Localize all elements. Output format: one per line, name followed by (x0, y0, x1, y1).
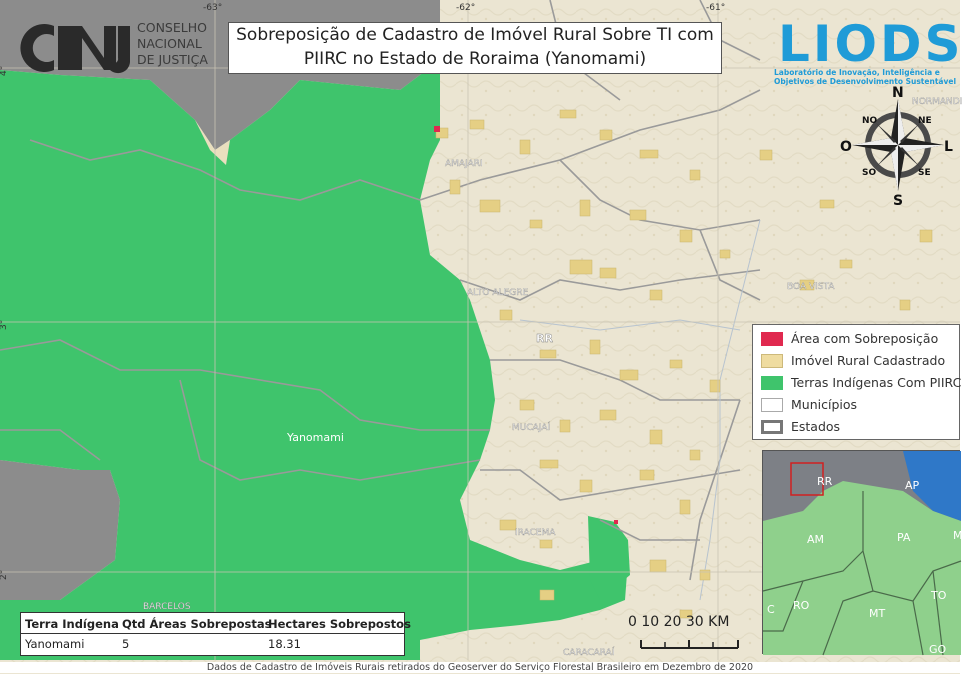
legend-swatch (761, 420, 783, 434)
place-label-amajari: AMAJARI (445, 159, 483, 169)
yanomami-patch (588, 516, 630, 600)
inset-label: MT (869, 607, 885, 620)
state-label-rr: RR (536, 332, 553, 345)
table-header-cell: Hectares Sobrepostos (268, 617, 411, 631)
place-label-boa-vista: BOA VISTA (787, 282, 835, 292)
legend-swatch (761, 332, 783, 346)
inset-label: AM (807, 533, 824, 546)
border-strip (195, 120, 230, 165)
title-line-1: Sobreposição de Cadastro de Imóvel Rural… (236, 25, 714, 45)
legend-swatch (761, 398, 783, 412)
inset-map-canvas: RR AP AM PA RO MT TO GO C M (762, 451, 963, 656)
rural-properties (435, 109, 933, 619)
table-cell: Yanomami (25, 637, 85, 651)
scale-bar-graphic (640, 640, 739, 649)
cnj-name: CONSELHO NACIONAL DE JUSTIÇA (137, 20, 208, 68)
inset-label: PA (897, 531, 911, 544)
municipality-lines (0, 0, 761, 581)
liods-subtitle: Laboratório de Inovação, Inteligência e … (774, 68, 956, 86)
rivers (519, 219, 761, 601)
liods-subtitle-line: Objetivos de Desenvolvimento Sustentável (774, 77, 957, 86)
liods-wordmark: LIODS (778, 15, 963, 73)
table-cell: 18.31 (268, 637, 301, 651)
inset-label: RR (817, 475, 833, 488)
yanomami-territory (0, 60, 628, 660)
legend-swatch (761, 376, 783, 390)
liods-logo: LIODS Laboratório de Inovação, Inteligên… (770, 14, 960, 94)
inset-label: AP (905, 479, 920, 492)
inset-label: RO (793, 599, 810, 612)
legend-label: Imóvel Rural Cadastrado (791, 353, 946, 368)
map-legend: Área com Sobreposição Imóvel Rural Cadas… (752, 324, 962, 440)
legend-label: Área com Sobreposição (791, 331, 939, 346)
scale-bar: 0 10 20 30 KM (628, 614, 758, 654)
legend-label: Municípios (791, 397, 858, 412)
inset-roraima-highlight (790, 462, 824, 496)
map-title: Sobreposição de Cadastro de Imóvel Rural… (228, 22, 722, 74)
inset-label: TO (930, 589, 947, 602)
liods-subtitle-line: Laboratório de Inovação, Inteligência e (774, 68, 940, 77)
table-header-cell: Terra Indígena (25, 617, 119, 631)
lat-label: 2° (0, 570, 9, 580)
compass-o: O (840, 139, 852, 155)
inset-label: C (767, 603, 775, 616)
compass-ne: NE (918, 116, 932, 126)
compass-s: S (893, 193, 903, 209)
legend-label: Estados (791, 419, 841, 434)
inset-label: GO (929, 643, 947, 656)
table-cell: 5 (122, 637, 130, 651)
inset-map: RR AP AM PA RO MT TO GO C M (762, 450, 963, 656)
data-source-credit: Dados de Cadastro de Imóveis Rurais reti… (0, 662, 960, 673)
place-label-barcelos: BARCELOS (143, 602, 191, 612)
compass-l: L (944, 139, 953, 155)
territory-label-yanomami: Yanomami (286, 431, 344, 444)
place-label-caracarai: CARACARAÍ (563, 646, 615, 658)
compass-rose: N S L O NE NO SE SO (840, 85, 953, 209)
compass-no: NO (862, 116, 878, 126)
venezuela-area-lower (0, 460, 120, 600)
cnj-line: CONSELHO (137, 20, 207, 35)
cnj-line: DE JUSTIÇA (137, 52, 208, 67)
place-label-mucajai: MUCAJAÍ (512, 421, 550, 433)
place-label-alto-alegre: ALTO ALEGRE (467, 288, 528, 298)
legend-label: Terras Indígenas Com PIIRC (791, 375, 962, 390)
table-header-cell: Qtd Áreas Sobrepostas (122, 617, 272, 631)
inset-label: M (953, 529, 963, 542)
lat-label: 3° (0, 320, 9, 330)
compass-se: SE (918, 168, 931, 178)
lat-label: 4° (0, 66, 9, 76)
place-label-normandia: NORMANDI (912, 97, 962, 107)
graticule (0, 0, 960, 660)
cnj-line: NACIONAL (137, 36, 202, 51)
compass-n: N (892, 85, 904, 101)
overlap-summary-table: Terra Indígena Qtd Áreas Sobrepostas Hec… (20, 612, 411, 656)
place-label-iracema: IRACEMA (515, 528, 556, 538)
scale-label: 0 10 20 30 KM (628, 614, 730, 630)
lon-label: -63° (203, 3, 222, 13)
title-line-2: PIIRC no Estado de Roraima (Yanomami) (303, 49, 647, 69)
compass-so: SO (862, 168, 876, 178)
lon-label: -61° (706, 3, 725, 13)
lon-label: -62° (456, 3, 475, 13)
overlap-areas (434, 126, 618, 524)
table-divider (21, 633, 404, 634)
cnj-logo (20, 24, 130, 74)
legend-swatch (761, 354, 783, 368)
